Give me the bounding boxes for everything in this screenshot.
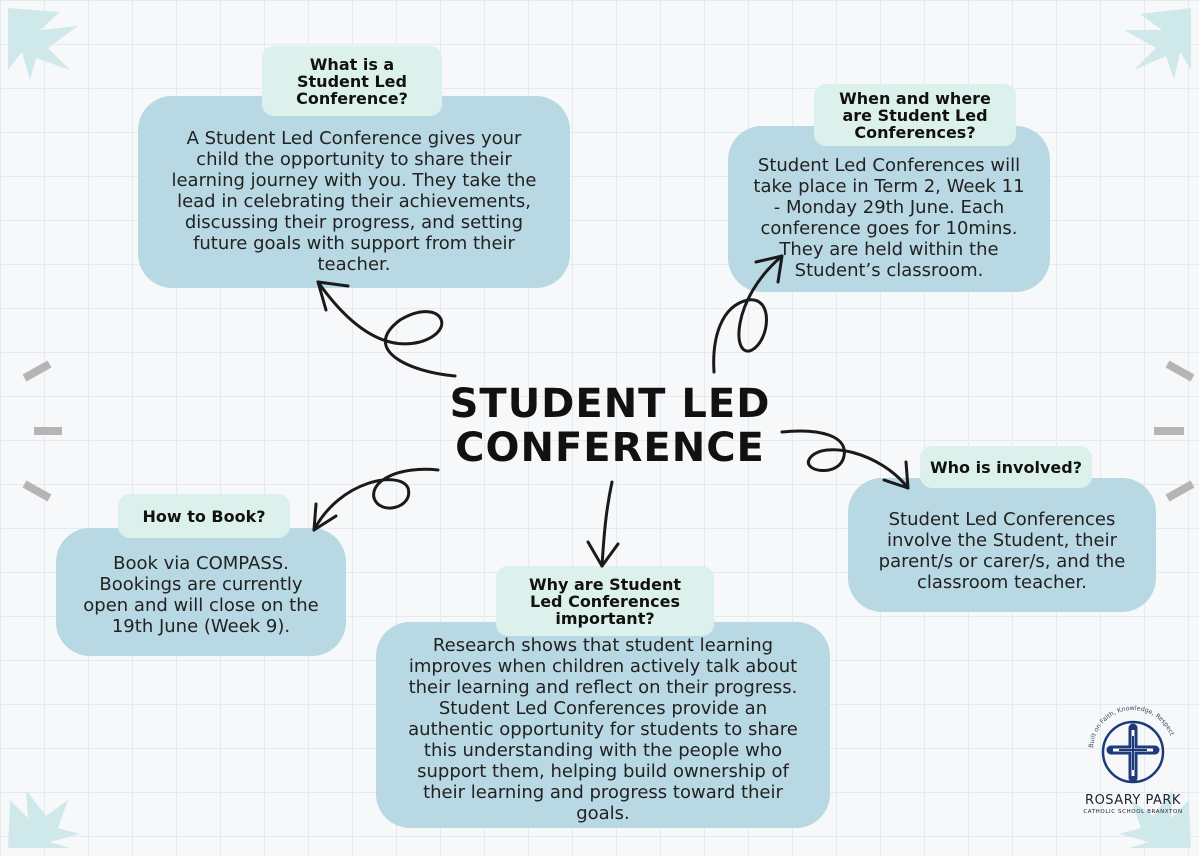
arrow-to-book [312, 467, 440, 532]
when-body: Student Led Conferences will take place … [753, 155, 1025, 281]
right-dash-1 [1165, 360, 1195, 382]
why-body: Research shows that student learning imp… [408, 634, 798, 824]
left-dash-3 [22, 480, 52, 502]
logo-name: ROSARY PARK [1085, 793, 1181, 808]
logo-subtitle: CATHOLIC SCHOOL BRANXTON [1083, 809, 1183, 815]
book-heading-tag: How to Book? [118, 494, 290, 538]
why-card: Research shows that student learning imp… [376, 622, 830, 828]
who-heading: Who is involved? [930, 457, 1082, 477]
who-heading-tag: Who is involved? [920, 446, 1092, 488]
what-heading-tag: What is a Student Led Conference? [262, 46, 442, 116]
why-heading: Why are Student Led Conferences importan… [528, 574, 682, 628]
when-heading-tag: When and where are Student Led Conferenc… [814, 84, 1016, 146]
what-heading: What is a Student Led Conference? [296, 54, 408, 108]
when-heading: When and where are Student Led Conferenc… [839, 88, 991, 142]
book-heading: How to Book? [142, 506, 266, 526]
who-body: Student Led Conferences involve the Stud… [878, 509, 1126, 593]
who-card: Student Led Conferences involve the Stud… [848, 478, 1156, 612]
school-crest-icon: Built on Faith, Knowledge, Respect [1088, 705, 1175, 784]
arrow-to-why [586, 480, 620, 568]
left-dash-1 [22, 360, 52, 382]
what-body: A Student Led Conference gives your chil… [171, 127, 537, 275]
arrow-to-what [316, 280, 457, 378]
right-dash-3 [1165, 480, 1195, 502]
book-card: Book via COMPASS. Bookings are currently… [56, 528, 346, 656]
page-title: STUDENT LED CONFERENCE [449, 381, 771, 471]
book-body: Book via COMPASS. Bookings are currently… [83, 553, 319, 637]
what-card: A Student Led Conference gives your chil… [138, 96, 570, 288]
arrow-to-who [780, 429, 910, 490]
arrow-to-when [712, 254, 784, 374]
school-logo: Built on Faith, Knowledge, Respect ROSAR… [1082, 690, 1184, 840]
why-heading-tag: Why are Student Led Conferences importan… [496, 566, 714, 636]
